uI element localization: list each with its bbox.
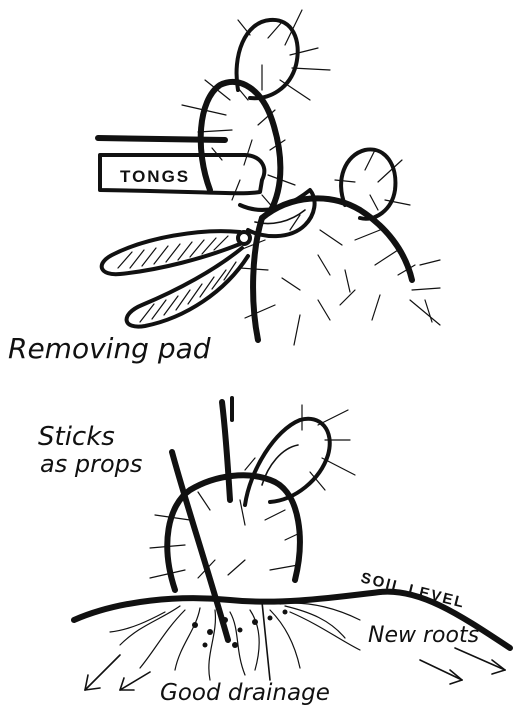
planted-main-pad — [167, 475, 300, 590]
sticks-as-props-label-line1: Sticks — [38, 422, 115, 452]
drainage-gravel — [192, 610, 288, 649]
removing-pad-scene: TONGS Removing pad — [8, 10, 440, 365]
sticks-as-props-label-line2: as props — [40, 450, 142, 478]
stick-prop-right — [222, 402, 230, 500]
stick-in-soil — [262, 602, 270, 680]
tongs-handle-upper — [102, 231, 240, 274]
tongs-top-arm — [98, 138, 225, 140]
new-roots — [110, 603, 360, 680]
good-drainage-label: Good drainage — [160, 680, 330, 706]
right-small-pad — [341, 149, 395, 218]
mother-pad-outline — [262, 198, 412, 280]
planting-scene: Sticks as props SOIL LEVEL New roots Goo… — [38, 398, 510, 706]
new-roots-label: New roots — [368, 623, 479, 648]
removing-pad-label: Removing pad — [8, 332, 211, 365]
tongs-label: TONGS — [120, 167, 190, 186]
